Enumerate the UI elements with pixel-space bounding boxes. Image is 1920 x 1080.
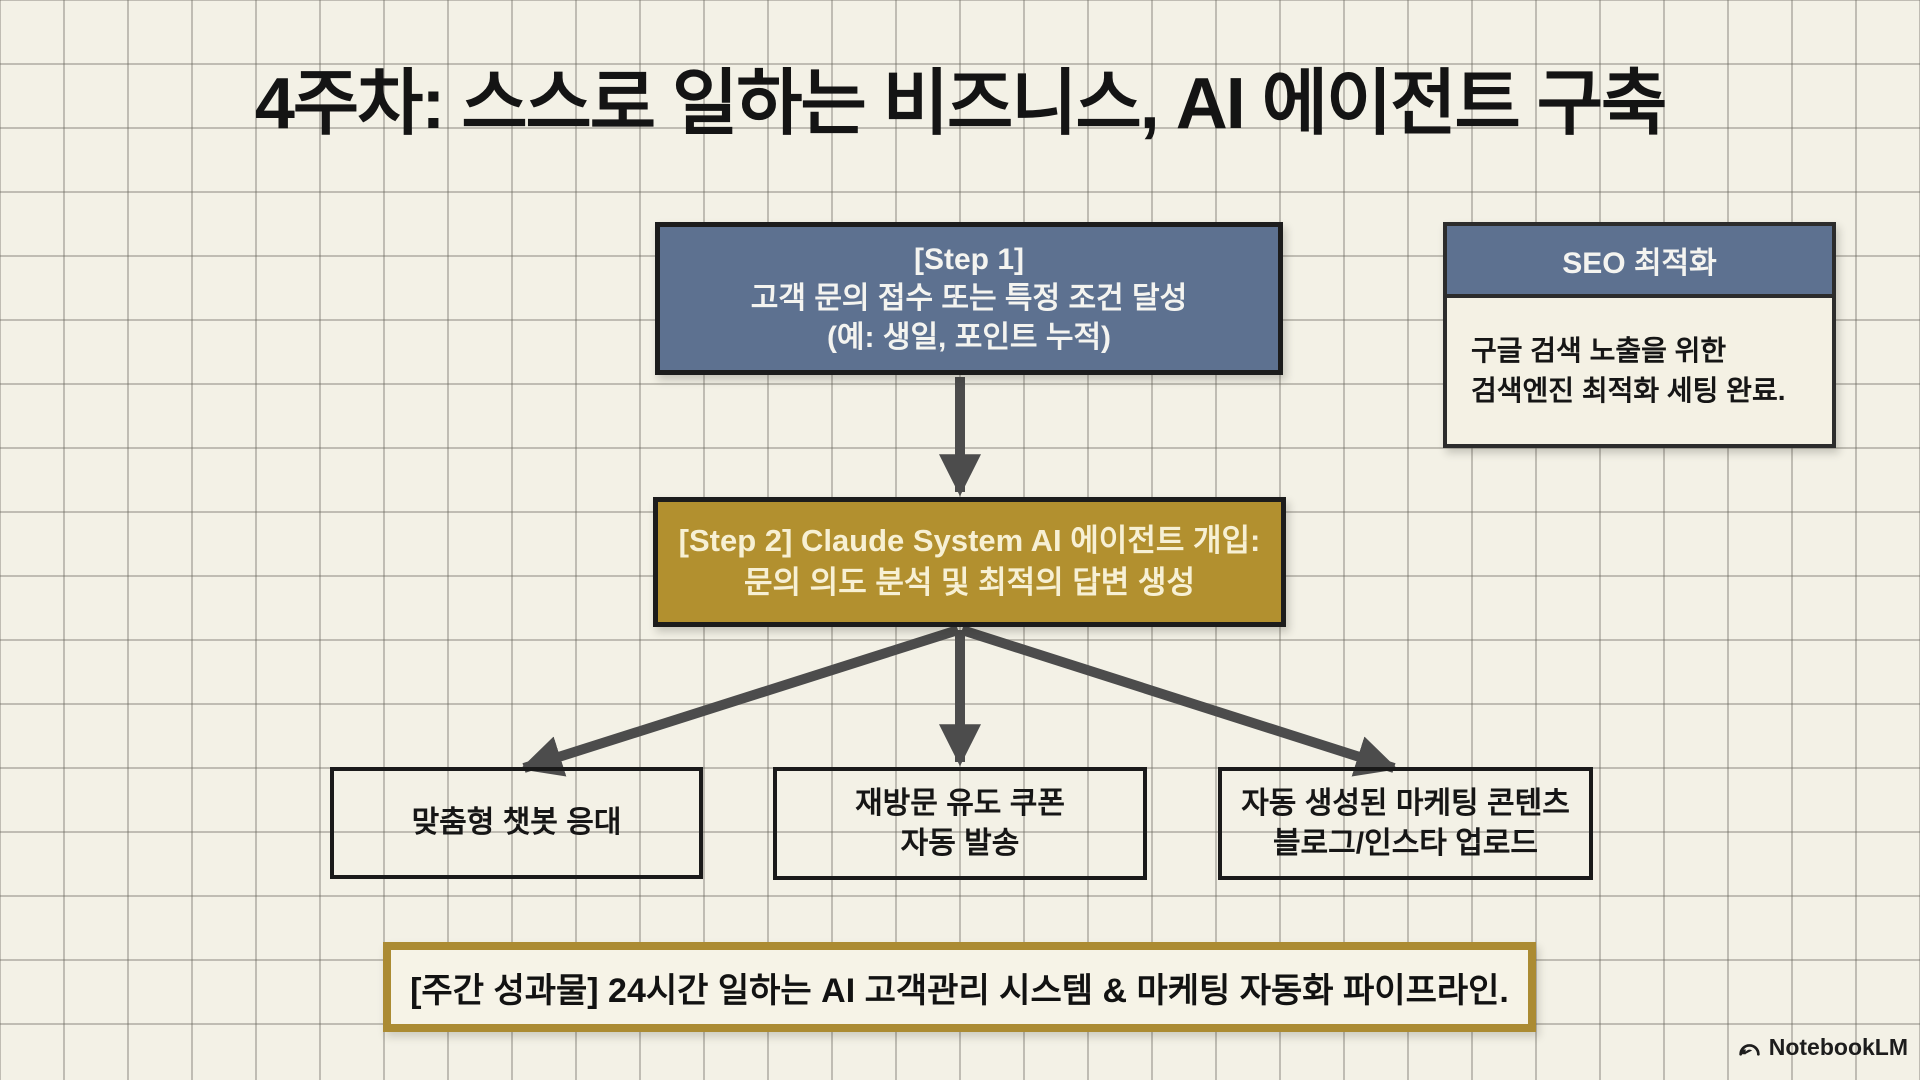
seo-card-header: SEO 최적화 [1447, 226, 1832, 298]
arrow-step2-to-outcome-right [960, 625, 1399, 777]
notebooklm-icon [1737, 1035, 1762, 1060]
outcome-chatbot-line-1: 맞춤형 챗봇 응대 [411, 806, 622, 839]
seo-card: SEO 최적화 구글 검색 노출을 위한 검색엔진 최적화 세팅 완료. [1443, 222, 1836, 448]
seo-body-line-1: 구글 검색 노출을 위한 [1471, 335, 1727, 366]
arrow-step2-to-outcome-left [519, 625, 960, 777]
seo-body-line-2: 검색엔진 최적화 세팅 완료. [1471, 375, 1786, 406]
outcome-marketing-line-1: 자동 생성된 마케팅 콘텐츠 [1241, 786, 1570, 820]
outcome-coupon-line-2: 자동 발송 [900, 826, 1020, 860]
step2-line-2: 문의 의도 분석 및 최적의 답변 생성 [744, 565, 1195, 600]
step2-line-1: [Step 2] Claude System AI 에이전트 개입: [678, 523, 1261, 558]
outcome-box-marketing: 자동 생성된 마케팅 콘텐츠 블로그/인스타 업로드 [1218, 767, 1593, 880]
step1-line-1: [Step 1] [913, 243, 1024, 276]
weekly-result-banner: [주간 성과물] 24시간 일하는 AI 고객관리 시스템 & 마케팅 자동화 … [383, 942, 1536, 1032]
seo-card-body: 구글 검색 노출을 위한 검색엔진 최적화 세팅 완료. [1447, 298, 1832, 444]
outcome-marketing-line-2: 블로그/인스타 업로드 [1272, 826, 1539, 860]
page-title: 4주차: 스스로 일하는 비즈니스, AI 에이전트 구축 [254, 64, 1667, 144]
step1-box: [Step 1] 고객 문의 접수 또는 특정 조건 달성 (예: 생일, 포인… [655, 222, 1283, 375]
outcome-coupon-line-1: 재방문 유도 쿠폰 [855, 786, 1065, 820]
notebooklm-label: NotebookLM [1768, 1034, 1908, 1060]
step2-box: [Step 2] Claude System AI 에이전트 개입: 문의 의도… [653, 497, 1286, 627]
step1-line-2: 고객 문의 접수 또는 특정 조건 달성 [750, 282, 1188, 315]
step1-line-3: (예: 생일, 포인트 누적) [826, 321, 1112, 354]
outcome-box-chatbot: 맞춤형 챗봇 응대 [330, 767, 703, 879]
outcome-box-coupon: 재방문 유도 쿠폰 자동 발송 [773, 767, 1147, 880]
weekly-result-text: [주간 성과물] 24시간 일하는 AI 고객관리 시스템 & 마케팅 자동화 … [410, 971, 1509, 1010]
notebooklm-watermark: NotebookLM [1737, 1034, 1908, 1061]
